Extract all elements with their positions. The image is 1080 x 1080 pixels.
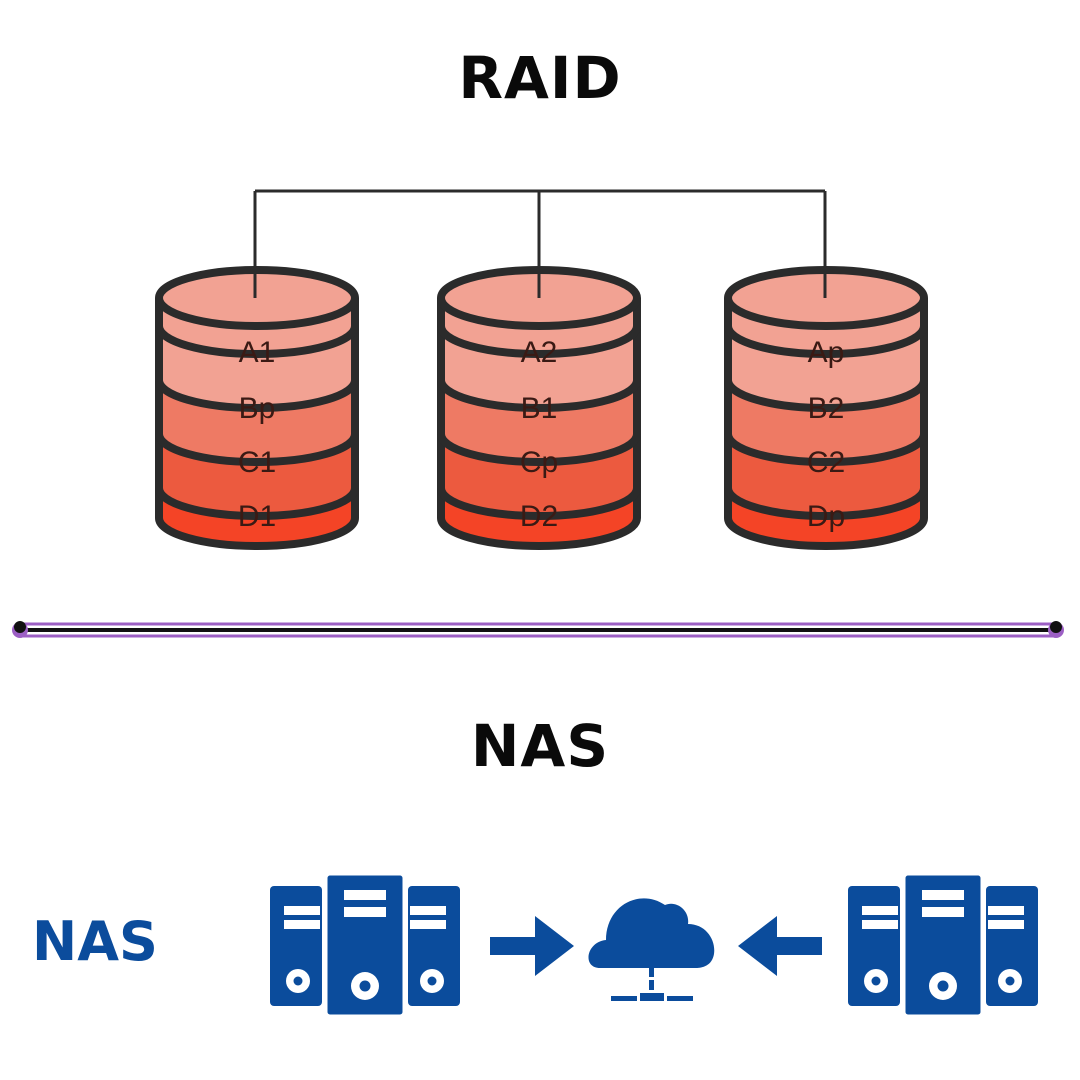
disk-block-label: C2 — [807, 446, 845, 479]
section-divider — [12, 621, 1064, 638]
nas-title: NAS — [470, 712, 610, 780]
disk-top — [155, 266, 359, 330]
disk-block-label: Cp — [520, 446, 558, 479]
nas-side-label: NAS — [32, 910, 158, 973]
disk-block-label: Dp — [807, 500, 845, 533]
disk-block-label: Bp — [239, 392, 276, 425]
disk-block-label: D1 — [238, 500, 276, 533]
disk-block-label: B2 — [808, 392, 845, 425]
server-cluster-icon-left — [268, 872, 462, 1018]
disk-block-label: D2 — [520, 500, 558, 533]
cloud-network-icon — [588, 898, 715, 1001]
raid-title: RAID — [458, 44, 622, 112]
disk-block-label: Ap — [808, 336, 845, 369]
disk-block-label: C1 — [238, 446, 276, 479]
arrow-right-icon — [490, 916, 574, 976]
disk-block-label: B1 — [521, 392, 558, 425]
server-cluster-icon-right — [846, 872, 1040, 1018]
disk-block-label: A1 — [239, 336, 276, 369]
arrow-left-icon — [738, 916, 822, 976]
disk-block-label: A2 — [521, 336, 558, 369]
